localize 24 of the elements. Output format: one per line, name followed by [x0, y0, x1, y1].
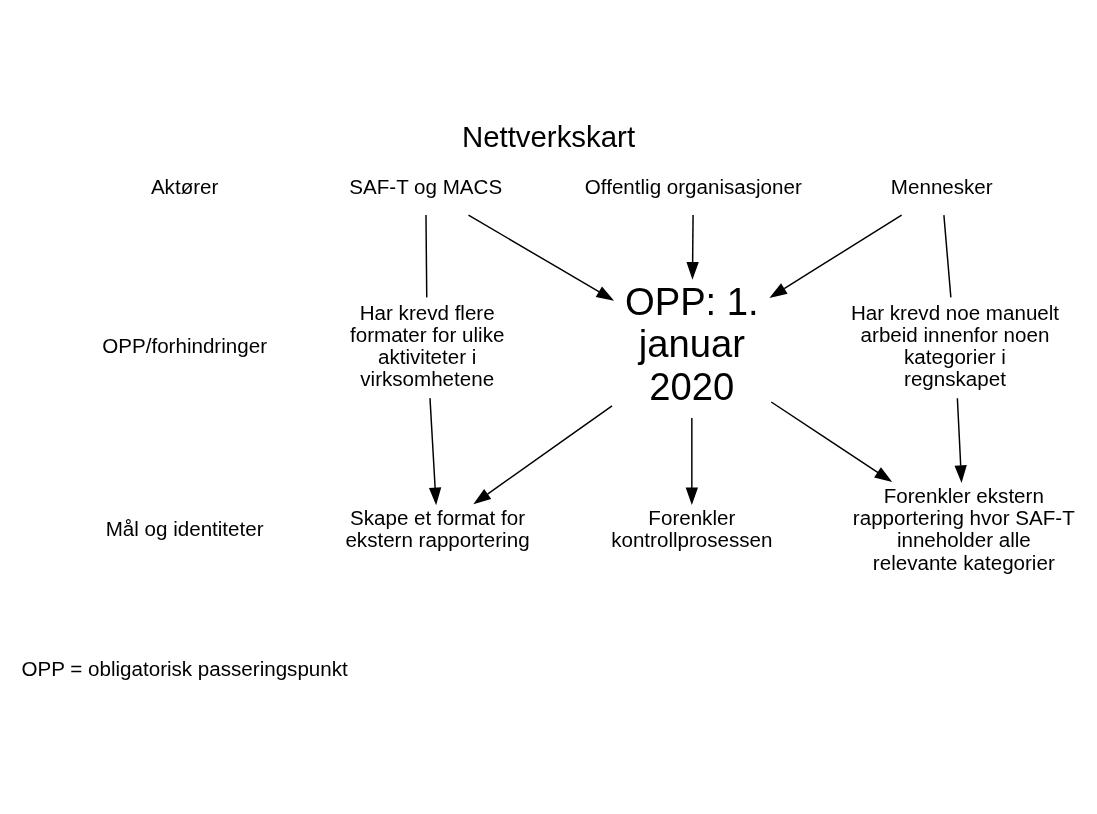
diagram-title: Nettverkskart [461, 119, 636, 153]
arrow [770, 400, 893, 482]
arrow [954, 396, 967, 483]
arrow [686, 213, 699, 280]
node-text: OPP: 1. januar 2020 [624, 279, 759, 408]
arrow [467, 213, 615, 301]
node-text: Har krevd noe manuelt arbeid innenfor noen kategorier i regnskapet [850, 300, 1060, 390]
arrow [685, 416, 699, 505]
node-text: Forenkler kontrollprosessen [611, 505, 773, 551]
label: OPP = obligatorisk passeringspunkt [21, 656, 348, 680]
label: Mål og identiteter [105, 516, 264, 540]
node-text: Mennesker [890, 174, 993, 198]
node-text: Har krevd flere formater for ulike aktiviteter i virksomhetene [350, 300, 505, 390]
connector [943, 213, 952, 298]
node-text: Offentlig organisasjoner [584, 174, 802, 198]
label: Aktører [150, 174, 219, 198]
arrow [769, 213, 903, 298]
label: OPP/forhindringer [102, 333, 267, 357]
arrow [428, 396, 442, 505]
node-text: SAF-T og MACS [349, 174, 503, 198]
connector [425, 213, 428, 298]
arrow [473, 404, 613, 504]
node-text: Forenkler ekstern rapportering hvor SAF-T inneholder alle relevante kategorier [852, 483, 1075, 574]
node-text: Skape et format for ekstern rapportering [345, 505, 530, 551]
